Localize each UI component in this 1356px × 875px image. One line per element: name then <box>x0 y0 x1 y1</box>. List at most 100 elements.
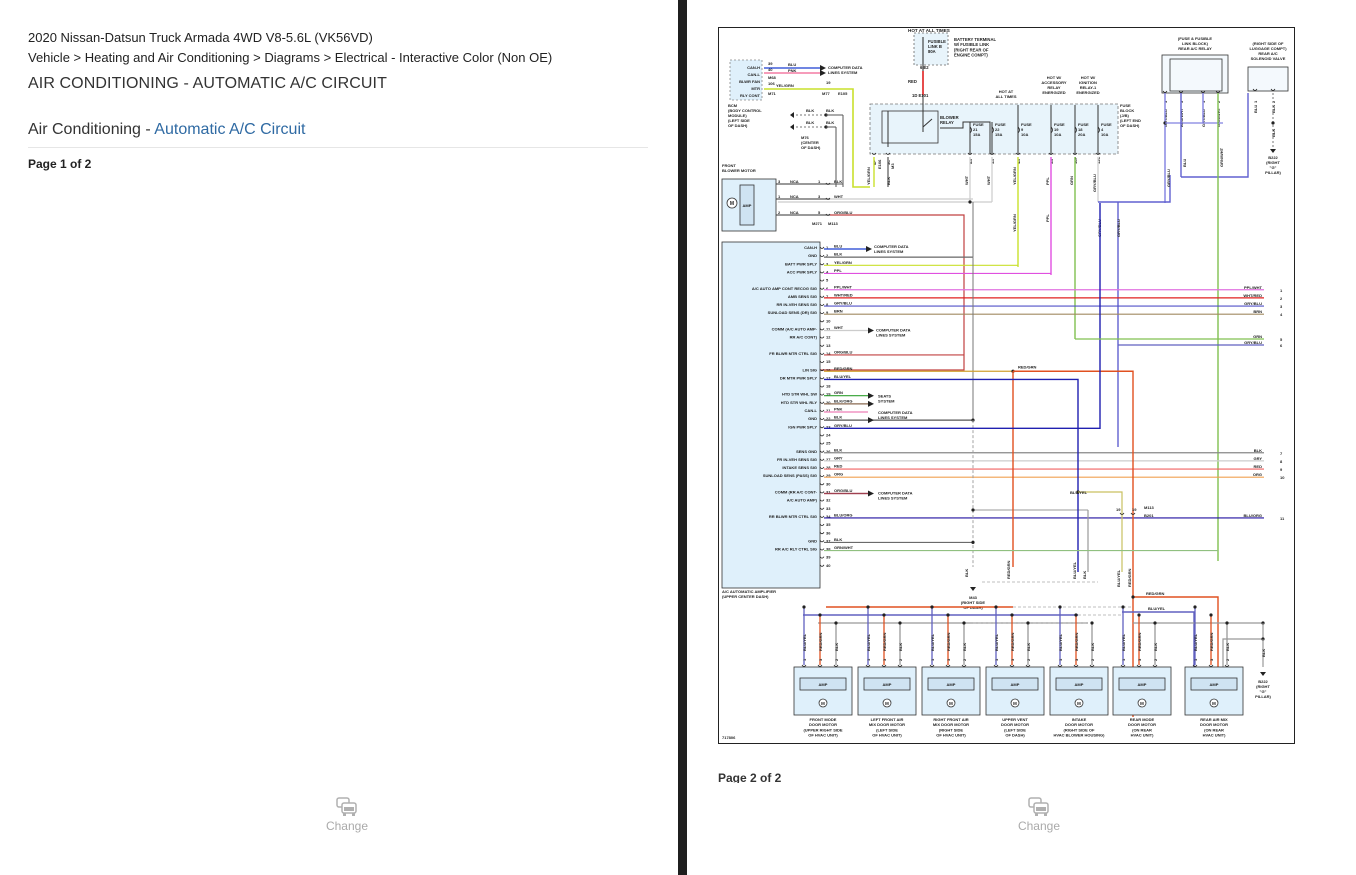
section-link[interactable]: Automatic A/C Circuit <box>154 121 306 138</box>
change-vehicle-button[interactable]: Change <box>317 797 377 833</box>
bcm-pin-num: 106 <box>768 81 775 86</box>
door-motor-label: (RIGHT SIDE <box>939 727 964 732</box>
pin-label: 3 <box>818 194 821 199</box>
arrow-icon <box>820 65 826 71</box>
connector-icon <box>819 466 825 469</box>
amp-wire-label: WHT <box>834 325 844 330</box>
connector-icon <box>825 182 831 185</box>
connector-icon <box>819 491 825 494</box>
connector-label: M113 <box>1144 505 1155 510</box>
pin-label: 1 <box>1058 658 1063 661</box>
amplifier-name-label: (UPPER CENTER DASH) <box>722 594 769 599</box>
door-motor-label: MIX DOOR MOTOR <box>869 722 905 727</box>
fuse-icon <box>969 126 972 134</box>
wire-label: BLU/YEL <box>1070 490 1088 495</box>
connector-icon <box>819 246 825 249</box>
divider <box>28 147 648 148</box>
connector-icon <box>819 474 825 478</box>
connector-label: 19 <box>826 80 831 85</box>
wire-label: BLU/YEL <box>802 633 807 651</box>
amp-wire-label: BRN <box>834 309 843 314</box>
connector-icon <box>1073 664 1079 667</box>
wire-label: PPL <box>1045 214 1050 222</box>
arrow-icon <box>868 400 874 407</box>
nca-label: NCA <box>790 210 799 215</box>
amp-box <box>1190 677 1238 691</box>
m76-label: OF DASH) <box>801 145 821 150</box>
connector-icon <box>819 483 825 486</box>
amp-pin-label: FR IN-VEH SENS SIG <box>777 457 817 462</box>
wire-label: BLK <box>1271 105 1276 113</box>
connector-icon <box>1119 512 1125 515</box>
amp-pin-number: 5 <box>826 278 829 283</box>
wire-label: BLK <box>962 643 967 651</box>
amp-pin-number: 29 <box>826 473 831 478</box>
connector-icon <box>1130 512 1136 515</box>
pin-label: 1 <box>818 179 821 184</box>
connector-icon <box>819 507 825 510</box>
computer-data-label: COMPUTER DATA <box>874 244 909 249</box>
wire-label: RED/GRN <box>946 632 951 651</box>
wire-label: BLK <box>834 643 839 651</box>
connector-icon <box>929 664 935 667</box>
amp-label: AMP <box>1210 682 1219 687</box>
bcm-name-label: (BODY CONTROL <box>728 108 762 113</box>
connector-icon <box>989 152 995 155</box>
splice-dot <box>1209 613 1213 617</box>
connector-icon <box>1072 152 1078 155</box>
ground-m43-label: (RIGHT SIDE <box>961 600 986 605</box>
fuse-icon <box>1074 126 1077 134</box>
connector-icon <box>819 360 825 363</box>
splice-dot <box>898 621 902 625</box>
wire-label: GRY/BLU <box>1092 174 1097 192</box>
motor-label: M <box>1212 701 1216 706</box>
amp-pin-label: RR IN-VEH SENS SIG <box>777 302 817 307</box>
connector-icon <box>967 152 973 155</box>
fusible-link-label: FUSIBLE <box>928 39 946 44</box>
door-motor-label: (UPPER RIGHT SIDE <box>803 727 842 732</box>
pin-label: 2 <box>1090 658 1095 661</box>
pin-label: 1 <box>1193 658 1198 661</box>
computer-data-label: LINES SYSTEM <box>878 496 908 501</box>
door-motor-label: OF HVAC UNIT) <box>936 733 966 738</box>
pin-label: 1 <box>802 658 807 661</box>
computer-data-label: LINES SYSTEM <box>876 333 906 338</box>
wire-label: BLU/YEL <box>994 633 999 651</box>
connector-icon <box>819 540 825 543</box>
seats-system-label: SEATS <box>878 394 891 399</box>
fuse-label: 10A <box>1021 132 1028 137</box>
ground-icon <box>790 112 794 118</box>
wire-label: BLK <box>1153 643 1158 651</box>
pin-label: 3 <box>1137 658 1142 661</box>
amp-pin-label: COMM (RR A/C CONT- <box>775 490 818 495</box>
amp-label: AMP <box>883 682 892 687</box>
amp-pin-number: 13 <box>826 343 831 348</box>
amp-pin-label: A/C AUTO AMP) <box>787 498 818 503</box>
amp-pin-label: HTD STR WHL RLY <box>781 400 818 405</box>
hot-at-all-times-label: HOT AT ALL TIMES <box>908 28 950 33</box>
fuse-label: 9 <box>1021 127 1024 132</box>
connector-icon <box>993 664 999 667</box>
amp-pin-label: GND <box>808 253 817 258</box>
fuse-label: 4 <box>1101 127 1104 132</box>
fuse-icon <box>1017 126 1020 134</box>
pin-label: 2 <box>1225 658 1230 661</box>
splice-dot <box>962 621 966 625</box>
wire-label: RED/GRN <box>1146 591 1165 596</box>
door-motor-label: OF HVAC UNIT) <box>808 733 838 738</box>
splice-dot <box>1090 621 1094 625</box>
change-vehicle-button-2[interactable]: Change <box>1009 797 1069 833</box>
fusible-link-box <box>913 32 949 66</box>
bus-red-grn <box>1133 596 1219 667</box>
change-label: Change <box>1017 819 1061 833</box>
ground-b222-label: (RIGHT <box>1266 160 1280 165</box>
amp-pin-number: 26 <box>826 449 831 454</box>
amp-pin-number: 3 <box>826 261 829 266</box>
door-motor-label: REAR MODE <box>1130 717 1155 722</box>
connector-icon <box>865 664 871 667</box>
front-blower-label: FRONT <box>722 163 736 168</box>
connector-icon <box>1048 152 1054 155</box>
seats-system-label: SYSTEM <box>878 399 895 404</box>
wire-label: RED/GRN <box>1010 632 1015 651</box>
splice-dot <box>882 613 886 617</box>
